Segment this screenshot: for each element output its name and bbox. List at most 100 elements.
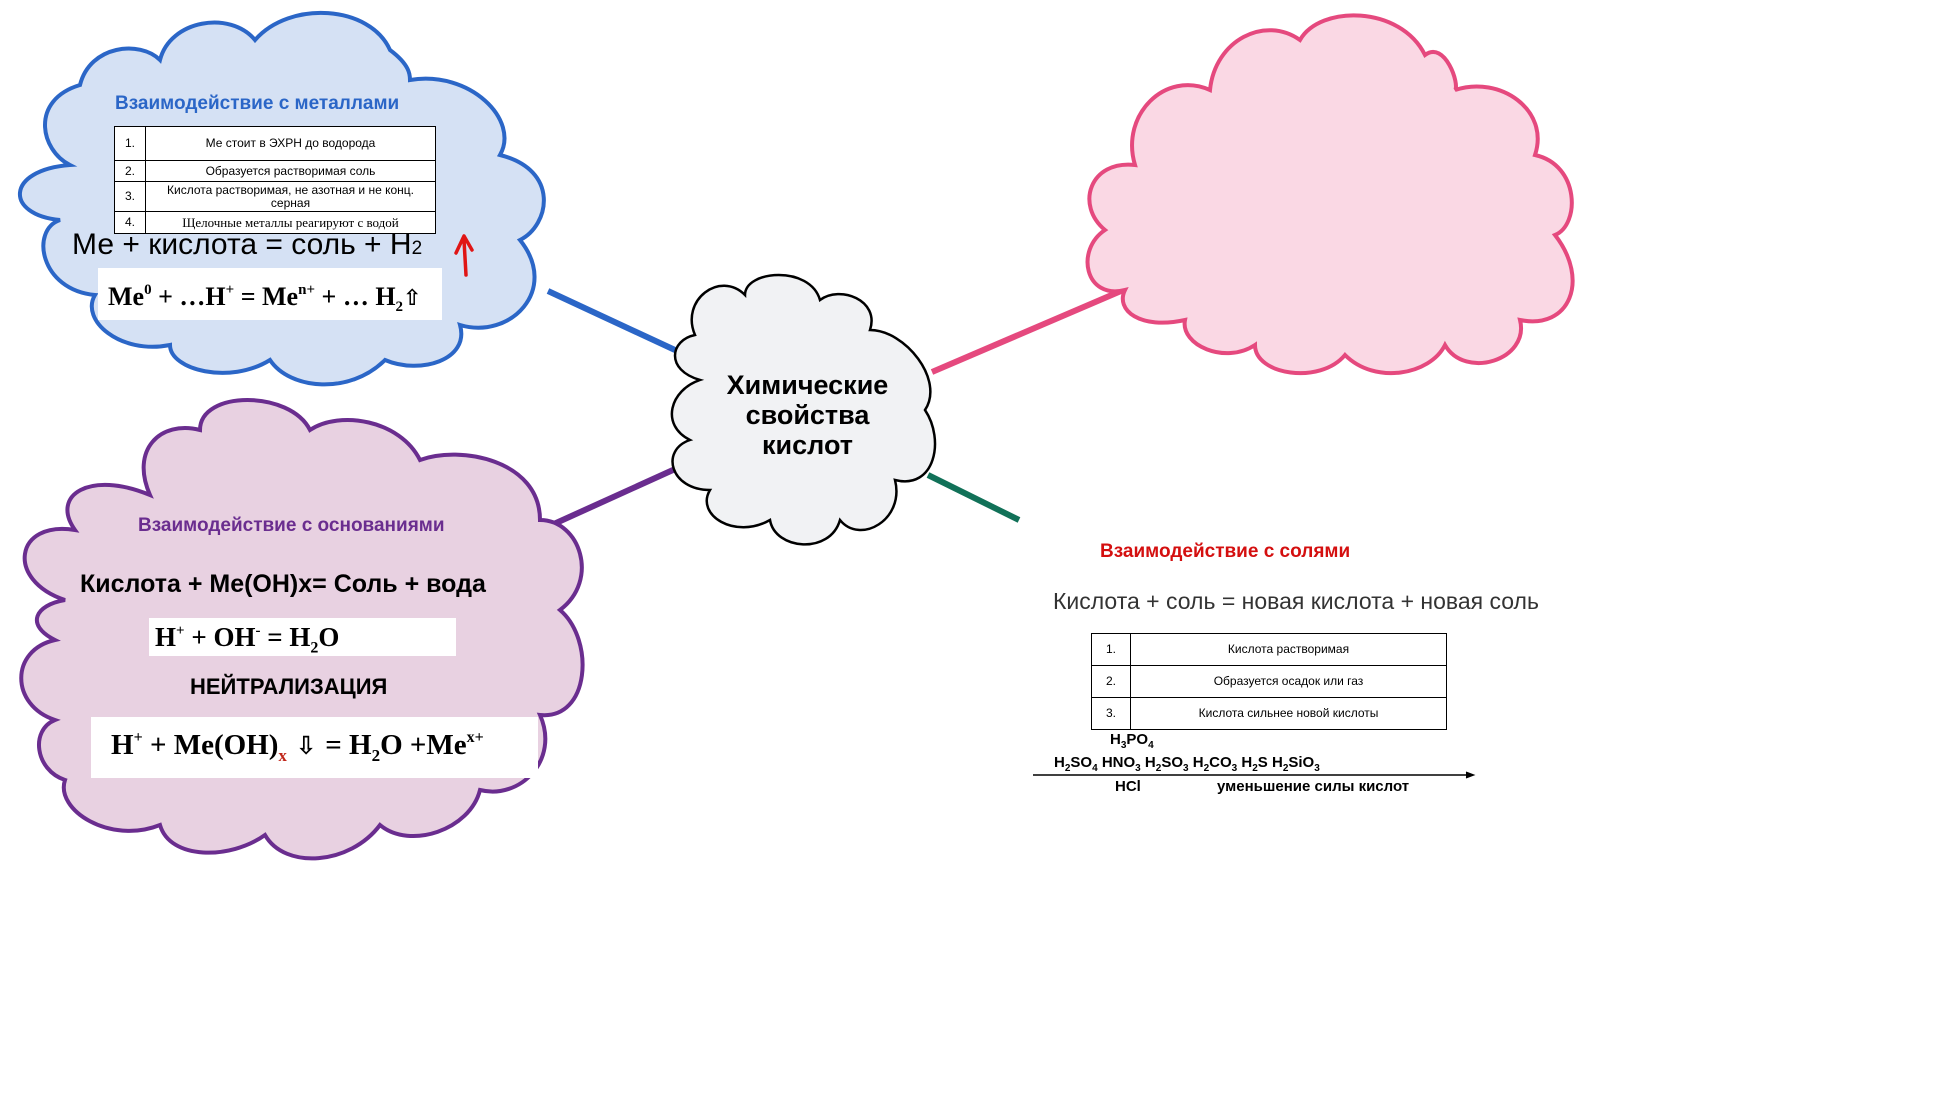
formula-part: S bbox=[1257, 754, 1268, 771]
ion-subscript: 2 bbox=[310, 639, 319, 657]
equation-subscript: 2 bbox=[411, 238, 423, 259]
series-acid: H2S bbox=[1241, 754, 1268, 774]
row-text: Щелочные металлы реагируют с водой bbox=[145, 211, 436, 234]
row-number: 1. bbox=[1091, 633, 1131, 666]
salts-equation: Кислота + соль = новая кислота + новая с… bbox=[1053, 588, 1539, 614]
ion-text: O +Me bbox=[380, 729, 467, 761]
row-number: 3. bbox=[1091, 697, 1131, 730]
ion-text: = H bbox=[260, 622, 311, 652]
ion-subscript: 2 bbox=[395, 299, 404, 316]
equation-text: Ме + кислота = соль + Н bbox=[72, 228, 412, 261]
neutralization-label: НЕЙТРАЛИЗАЦИЯ bbox=[190, 674, 388, 699]
formula-subscript: 4 bbox=[1148, 740, 1154, 751]
formula-subscript: 2 bbox=[1282, 763, 1289, 774]
formula-part: H bbox=[1192, 754, 1204, 771]
formula-subscript: 4 bbox=[1092, 763, 1098, 774]
formula-subscript: 3 bbox=[1120, 740, 1127, 751]
table-row: 2. Образуется растворимая соль bbox=[114, 160, 436, 182]
row-number: 3. bbox=[114, 181, 146, 212]
table-row: 2. Образуется осадок или газ bbox=[1091, 665, 1447, 698]
series-bottom-acid: HCl bbox=[1115, 778, 1141, 795]
formula-subscript: 2 bbox=[1064, 763, 1071, 774]
series-acid: HNO3 bbox=[1101, 754, 1141, 774]
ion-charge: n+ bbox=[298, 282, 315, 298]
series-top-acid: H3PO4 bbox=[1110, 731, 1154, 751]
ion-text: H bbox=[155, 622, 177, 652]
acid-strength-label: уменьшение силы кислот bbox=[1217, 778, 1410, 795]
bases-ionic-equation-2: H+ + Me(OH)x ⇩ = H2O +Mex+ bbox=[91, 717, 538, 778]
formula-part: SO bbox=[1161, 754, 1183, 771]
gas-up-arrow-icon: ⇧ bbox=[403, 286, 422, 311]
connector-metals bbox=[546, 288, 677, 353]
connector-salts bbox=[926, 472, 1021, 523]
center-title-line: Химические bbox=[726, 370, 889, 400]
metals-title: Взаимодействие с металлами bbox=[115, 93, 400, 114]
formula-part: H bbox=[1271, 754, 1283, 771]
center-title: Химические свойства кислот bbox=[700, 370, 915, 460]
formula-part: HNO bbox=[1101, 754, 1136, 771]
formula-part: H bbox=[1144, 754, 1156, 771]
series-acid: H2SO3 bbox=[1144, 754, 1189, 774]
ion-text: + … H bbox=[315, 282, 396, 311]
row-text: Кислота сильнее новой кислоты bbox=[1130, 697, 1447, 730]
metals-conditions-table: 1. Ме стоит в ЭХРН до водорода 2. Образу… bbox=[114, 126, 436, 234]
gas-arrow-icon bbox=[454, 234, 474, 277]
ion-text: H bbox=[111, 729, 134, 761]
formula-subscript: 2 bbox=[1203, 763, 1210, 774]
ion-text: + Me(OH) bbox=[142, 729, 279, 761]
formula-part: SO bbox=[1070, 754, 1093, 771]
row-text: Ме стоит в ЭХРН до водорода bbox=[145, 126, 436, 161]
ion-subscript: x bbox=[278, 745, 287, 765]
table-row: 3. Кислота сильнее новой кислоты bbox=[1091, 697, 1447, 730]
series-acid: H2SO4 bbox=[1054, 754, 1098, 774]
bases-title: Взаимодействие с основаниями bbox=[138, 515, 445, 536]
table-row: 1. Кислота растворимая bbox=[1091, 633, 1447, 666]
row-number: 2. bbox=[1091, 665, 1131, 698]
center-title-line: кислот bbox=[762, 430, 853, 460]
formula-subscript: 2 bbox=[1155, 763, 1162, 774]
center-title-line: свойства bbox=[745, 400, 870, 430]
formula-part: H bbox=[1241, 754, 1253, 771]
ion-charge: x+ bbox=[466, 729, 484, 746]
ion-charge: - bbox=[255, 623, 261, 639]
ion-charge: 0 bbox=[144, 282, 152, 298]
ion-text: + OH bbox=[184, 622, 256, 652]
row-text: Кислота растворимая bbox=[1130, 633, 1447, 666]
connector-empty bbox=[930, 285, 1130, 375]
ion-charge: + bbox=[133, 729, 143, 746]
series-acid: H2SiO3 bbox=[1271, 754, 1320, 774]
formula-subscript: 3 bbox=[1183, 763, 1189, 774]
table-row: 3. Кислота растворимая, не азотная и не … bbox=[114, 181, 436, 212]
ion-text: + …H bbox=[151, 282, 226, 311]
formula-part: CO bbox=[1209, 754, 1232, 771]
axis-arrowhead-icon bbox=[1465, 771, 1476, 779]
series-acid: H2CO3 bbox=[1192, 754, 1237, 774]
salts-conditions-table: 1. Кислота растворимая 2. Образуется оса… bbox=[1091, 633, 1447, 730]
row-number: 2. bbox=[114, 160, 146, 182]
salts-title: Взаимодействие с солями bbox=[1100, 541, 1351, 562]
ion-text: O bbox=[318, 622, 340, 652]
formula-subscript: 3 bbox=[1135, 763, 1141, 774]
precipitate-down-arrow-icon: ⇩ bbox=[286, 731, 326, 760]
row-text: Образуется растворимая соль bbox=[145, 160, 436, 182]
cloud-empty bbox=[1085, 13, 1575, 376]
ion-charge: + bbox=[225, 282, 235, 298]
ion-subscript: 2 bbox=[371, 745, 381, 765]
metals-equation: Ме + кислота = соль + Н2 bbox=[72, 228, 422, 262]
bases-ionic-equation-1: H+ + OH- = H2O bbox=[149, 618, 456, 656]
formula-part: SiO bbox=[1288, 754, 1315, 771]
ion-text: = Me bbox=[234, 282, 299, 311]
acid-strength-series: H2SO4 HNO3 H2SO3 H2CO3 H2S H2SiO3 bbox=[1054, 754, 1320, 774]
row-number: 1. bbox=[114, 126, 146, 161]
metals-ionic-equation: Me0 + …H+ = Men+ + … H2⇧ bbox=[98, 268, 442, 320]
connector-bases bbox=[543, 457, 697, 531]
ion-charge: + bbox=[176, 623, 185, 639]
cloud-center bbox=[670, 273, 937, 546]
bases-equation: Кислота + Ме(ОН)х= Соль + вода bbox=[80, 570, 486, 598]
formula-part: H bbox=[1110, 731, 1121, 748]
formula-subscript: 2 bbox=[1252, 763, 1258, 774]
table-row: 4. Щелочные металлы реагируют с водой bbox=[114, 211, 436, 234]
ion-text: Me bbox=[108, 282, 145, 311]
table-row: 1. Ме стоит в ЭХРН до водорода bbox=[114, 126, 436, 161]
formula-part: PO bbox=[1126, 731, 1149, 748]
